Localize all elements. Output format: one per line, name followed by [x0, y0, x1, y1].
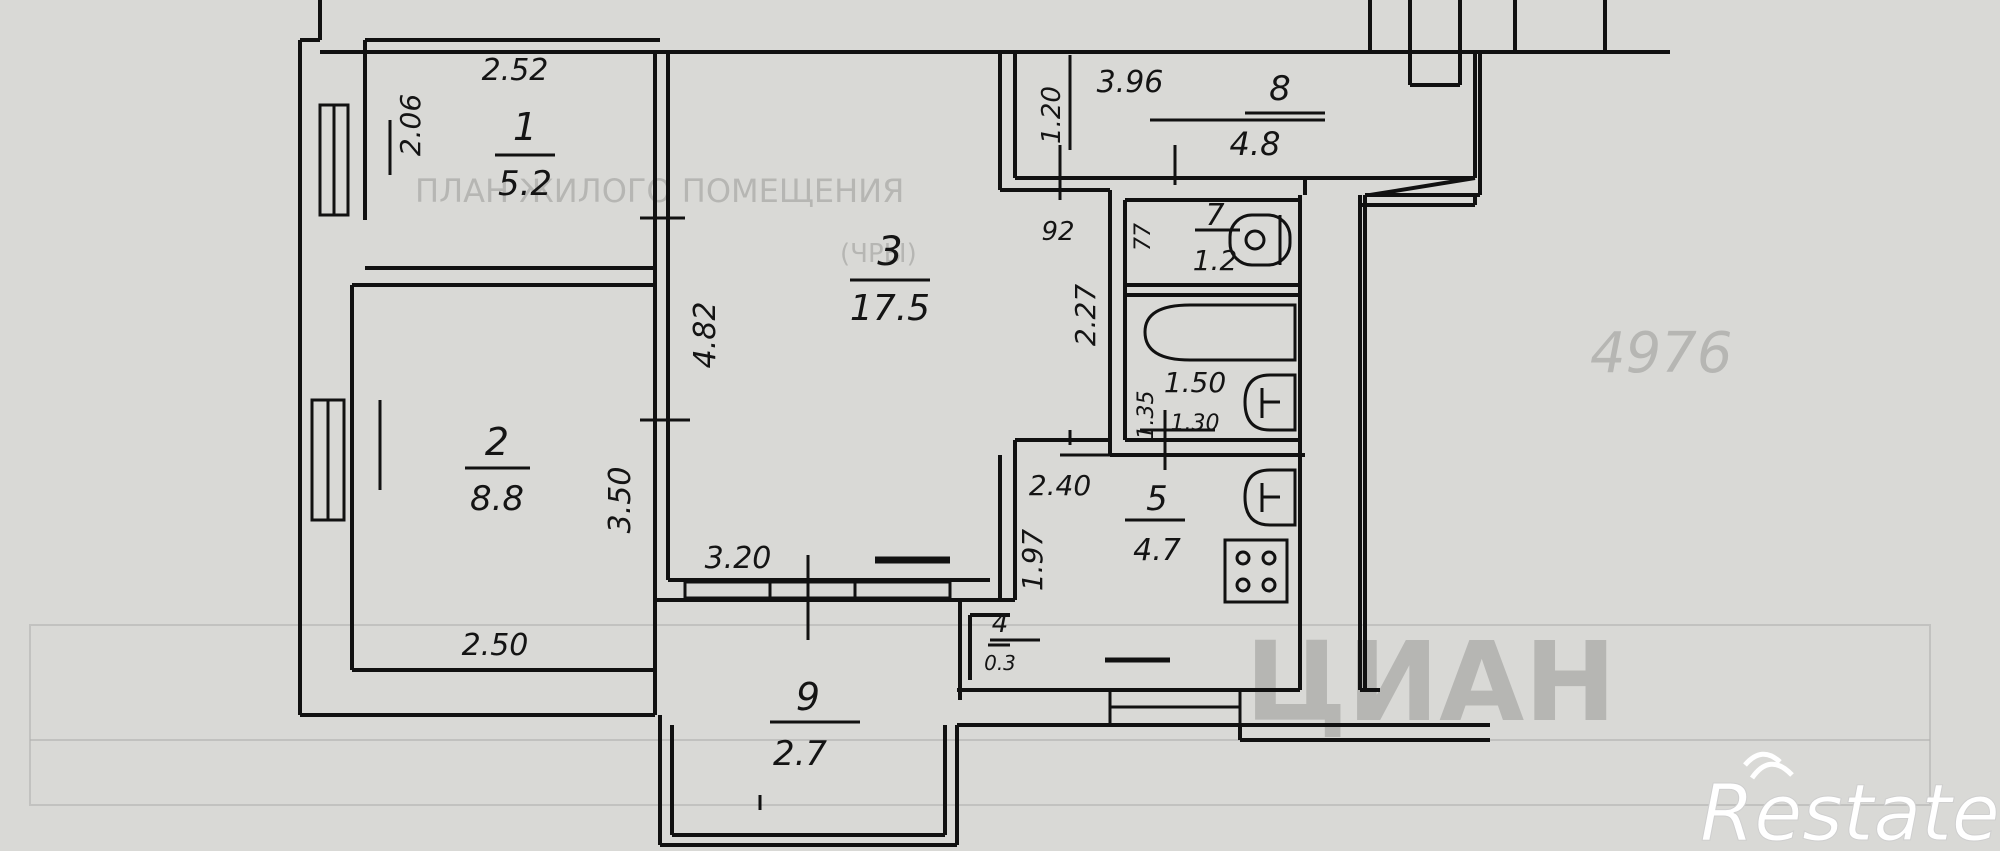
room-7-number: 7 [1205, 198, 1224, 233]
burner-icon [1261, 577, 1277, 593]
dim-2-50: 2.50 [462, 628, 529, 663]
window [768, 580, 857, 600]
toilet-bowl-icon [1244, 229, 1266, 251]
dim-77: 77 [1131, 223, 1156, 251]
bathtub-icon [1143, 303, 1297, 362]
dim-4-82: 4.82 [688, 302, 723, 369]
room-8-number: 8 [1269, 69, 1291, 109]
room-3-number: 3 [877, 229, 902, 275]
room-6-number: 1.50 [1164, 366, 1226, 399]
window [683, 580, 772, 600]
dim-1-35: 1.35 [1134, 391, 1159, 440]
burner-icon [1235, 550, 1251, 566]
bg-number-text: 4976 [1590, 321, 1733, 386]
room-5-area: 4.7 [1133, 533, 1181, 568]
dim-2-52: 2.52 [482, 53, 549, 88]
toilet-icon [1228, 213, 1292, 267]
room-9-number: 9 [796, 675, 820, 719]
bg-header-text: ПЛАН ЖИЛОГО ПОМЕЩЕНИЯ [415, 172, 904, 210]
logo-wave-icon [1749, 761, 1794, 780]
dim-1-20: 1.20 [1037, 86, 1067, 144]
wall [1369, 176, 1476, 197]
bg-subheader-text: (ЧРЫ) [840, 239, 917, 269]
room-1-area: 5.2 [498, 164, 552, 204]
room-8-area: 4.8 [1230, 125, 1281, 163]
room-4-number: 4 [992, 609, 1009, 639]
room-2-number: 2 [485, 420, 509, 464]
logo-wave-icon [1743, 751, 1782, 767]
kitchen-sink-icon [1243, 468, 1297, 527]
dim-3-96: 3.96 [1097, 65, 1164, 100]
window [853, 580, 952, 600]
dim-3-50: 3.50 [603, 467, 638, 534]
stove-icon [1223, 538, 1289, 604]
dim-2-06: 2.06 [394, 94, 427, 156]
bg-form-frame [29, 624, 1931, 806]
room-2-area: 8.8 [470, 479, 524, 519]
room-5-number: 5 [1146, 479, 1168, 519]
dim-2-27: 2.27 [1069, 284, 1102, 347]
dim-2-40: 2.40 [1029, 469, 1091, 502]
room-1-number: 1 [513, 105, 537, 149]
dim-92: 92 [1041, 217, 1074, 247]
burner-icon [1235, 577, 1251, 593]
room-6-area: 1.30 [1171, 411, 1220, 436]
dim-1-97: 1.97 [1016, 529, 1049, 592]
sink-icon [1243, 373, 1297, 432]
burner-icon [1261, 550, 1277, 566]
dim-3-20: 3.20 [705, 541, 772, 576]
restate-logo: Restate [1700, 769, 2000, 851]
room-7-area: 1.2 [1193, 244, 1238, 277]
room-9-area: 2.7 [773, 734, 827, 774]
room-3-area: 17.5 [850, 288, 930, 329]
room-4-area: 0.3 [984, 651, 1016, 675]
